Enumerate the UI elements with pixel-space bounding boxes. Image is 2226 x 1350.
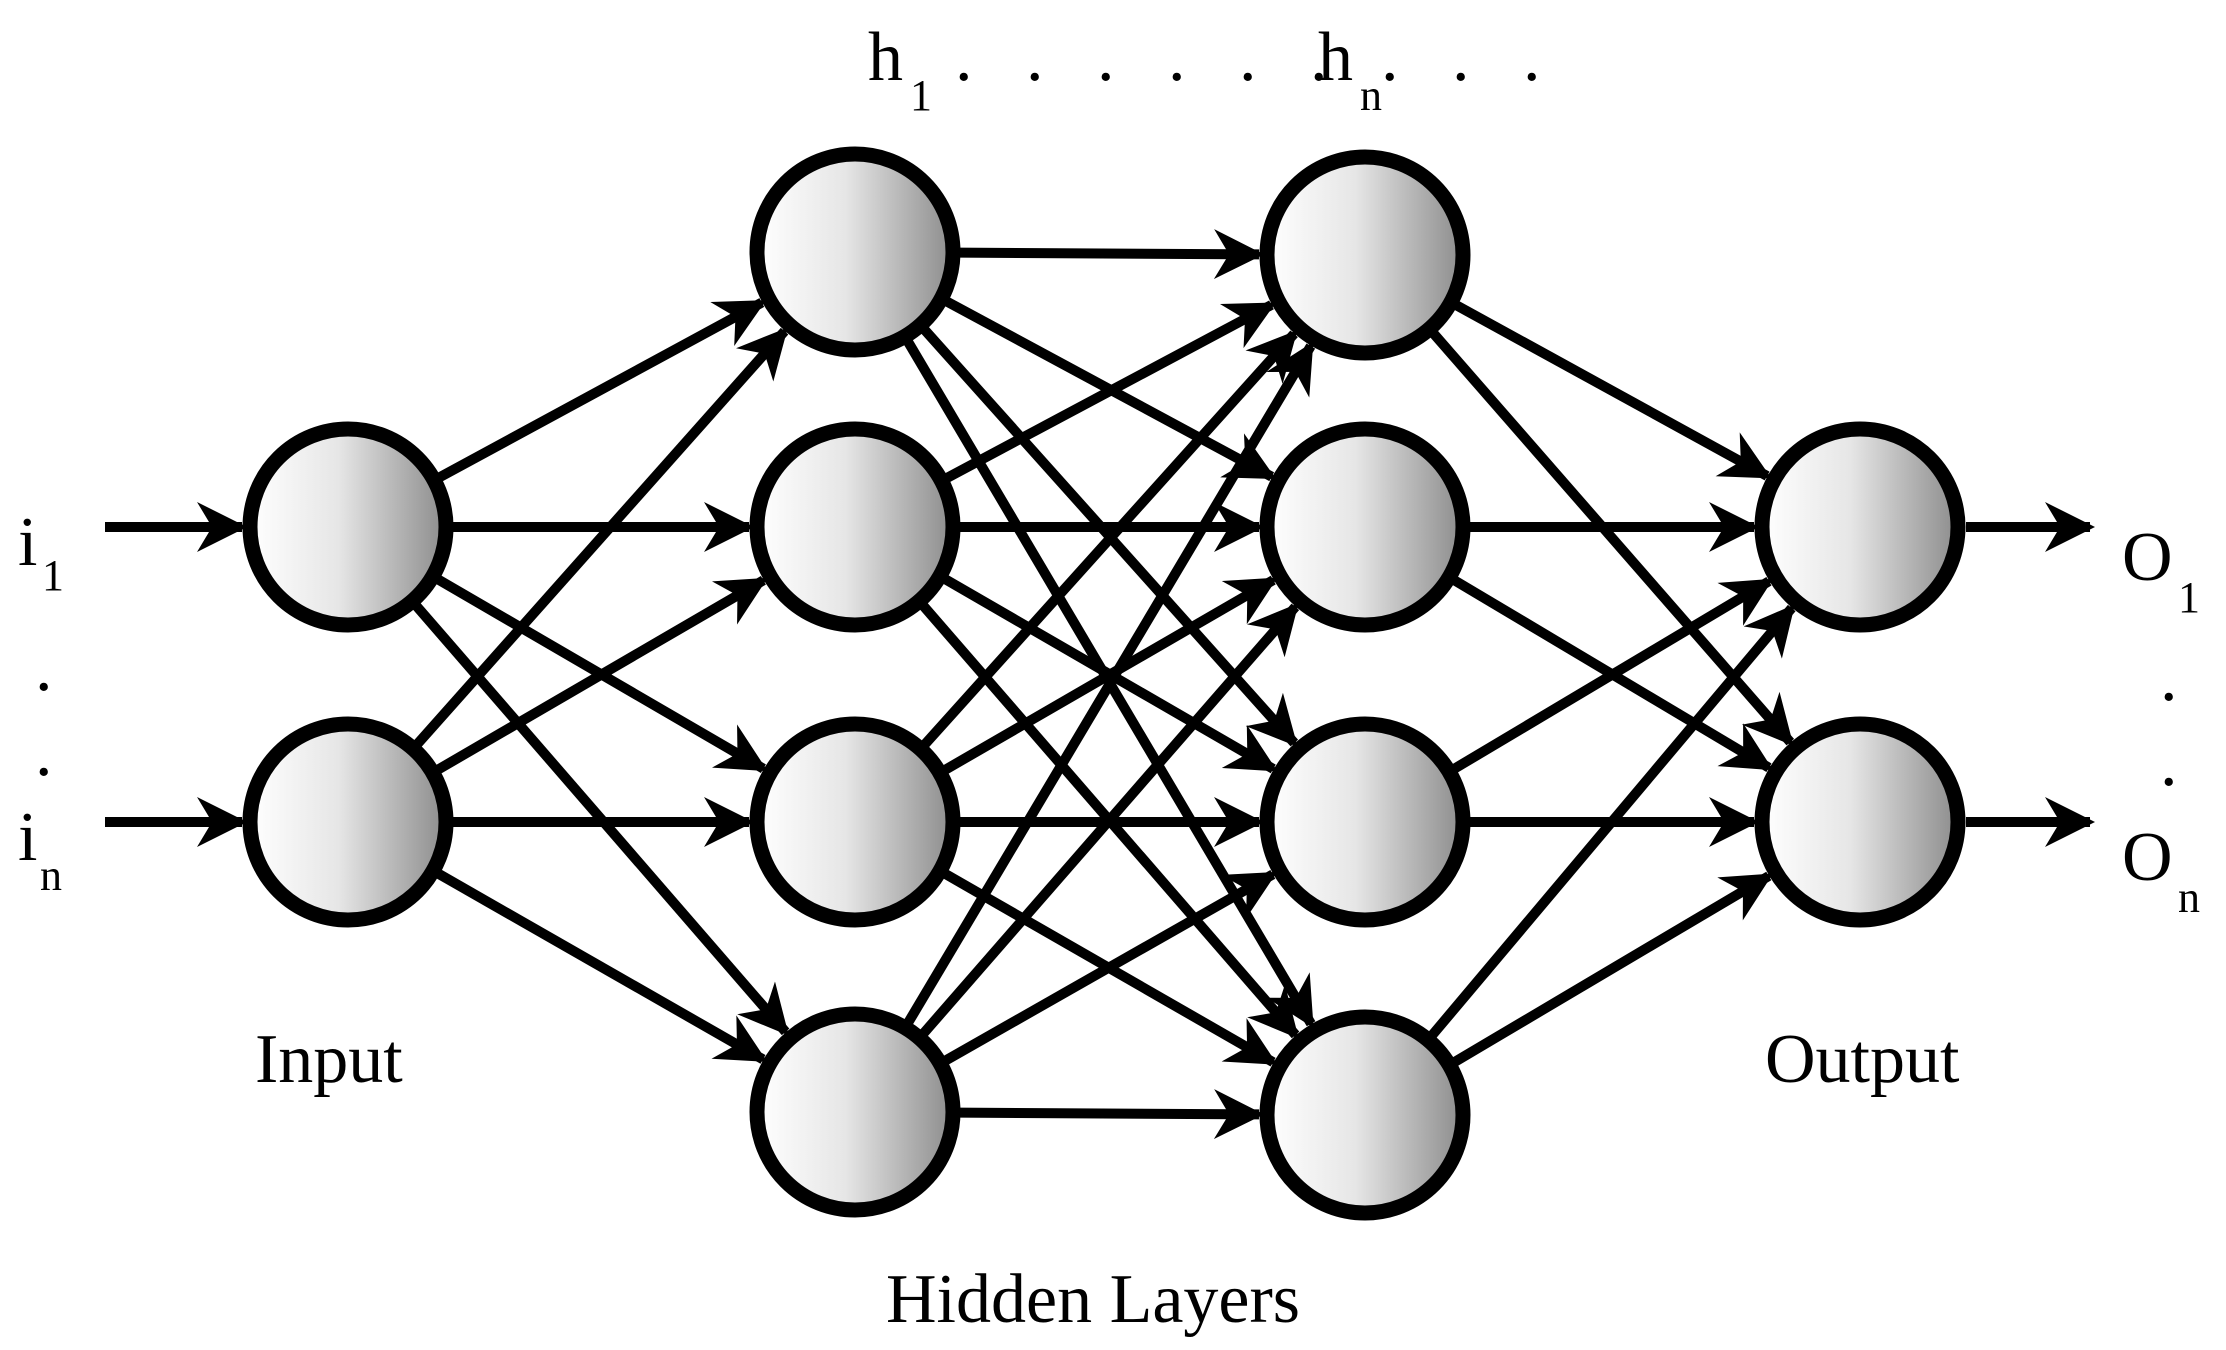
input-last-letter: i <box>18 799 37 876</box>
h-range-dots: . . . . . . . . . <box>955 19 1559 96</box>
connection-arrow <box>919 603 1300 1037</box>
input-vertical-dot-2: . <box>35 714 53 791</box>
h-last-letter: h <box>1318 19 1353 96</box>
connection-arrow <box>942 870 1278 1065</box>
connection-arrow <box>435 575 768 775</box>
connection-arrow <box>1451 576 1774 774</box>
hidden-2-node-3 <box>1259 716 1471 928</box>
connection-arrows <box>105 229 2095 1140</box>
output-first-subscript: 1 <box>2178 573 2200 622</box>
output-labels: O 1 . . O n <box>2122 519 2200 922</box>
input-layer-caption: Input <box>255 1021 403 1098</box>
connection-arrow <box>920 330 1298 749</box>
output-layer-caption: Output <box>1765 1021 1960 1098</box>
input-first-subscript: 1 <box>42 551 64 600</box>
connection-arrow <box>944 300 1276 483</box>
connection-arrow <box>437 298 767 482</box>
connection-arrow <box>942 575 1278 775</box>
connection-arrow <box>1451 871 1774 1067</box>
connection-arrow <box>903 341 1316 1026</box>
input-node-1 <box>242 421 454 633</box>
hidden-layers-caption: Hidden Layers <box>886 1261 1300 1338</box>
connection-arrow <box>1453 300 1772 481</box>
network-nodes <box>242 146 1966 1221</box>
connection-arrow <box>1428 604 1796 1039</box>
output-last-letter: O <box>2122 819 2173 896</box>
hidden-units-label: h 1 . . . . . . . . . h n <box>868 19 1559 120</box>
hidden-2-node-2 <box>1259 421 1471 633</box>
h-last-subscript: n <box>1360 71 1382 120</box>
connection-arrow <box>958 1089 1265 1140</box>
output-last-subscript: n <box>2178 873 2200 922</box>
hidden-1-node-1 <box>749 146 961 358</box>
connection-arrow <box>958 229 1265 280</box>
hidden-1-node-2 <box>749 421 961 633</box>
input-labels: i 1 . . i n <box>18 504 64 900</box>
input-node-2 <box>242 716 454 928</box>
output-vertical-dot-2: . <box>2160 724 2178 801</box>
output-node-2 <box>1754 716 1966 928</box>
connection-arrow <box>413 327 789 748</box>
output-node-1 <box>1754 421 1966 633</box>
hidden-2-node-1 <box>1259 149 1471 361</box>
input-first-letter: i <box>18 504 37 581</box>
input-vertical-dot-1: . <box>35 629 53 706</box>
hidden-2-node-4 <box>1259 1009 1471 1221</box>
h-first-letter: h <box>868 19 903 96</box>
output-vertical-dot-1: . <box>2160 639 2178 716</box>
hidden-1-node-4 <box>749 1006 961 1218</box>
output-first-letter: O <box>2122 519 2173 596</box>
h-first-subscript: 1 <box>910 71 932 120</box>
hidden-1-node-3 <box>749 716 961 928</box>
input-last-subscript: n <box>40 851 62 900</box>
connection-arrow <box>435 869 768 1064</box>
